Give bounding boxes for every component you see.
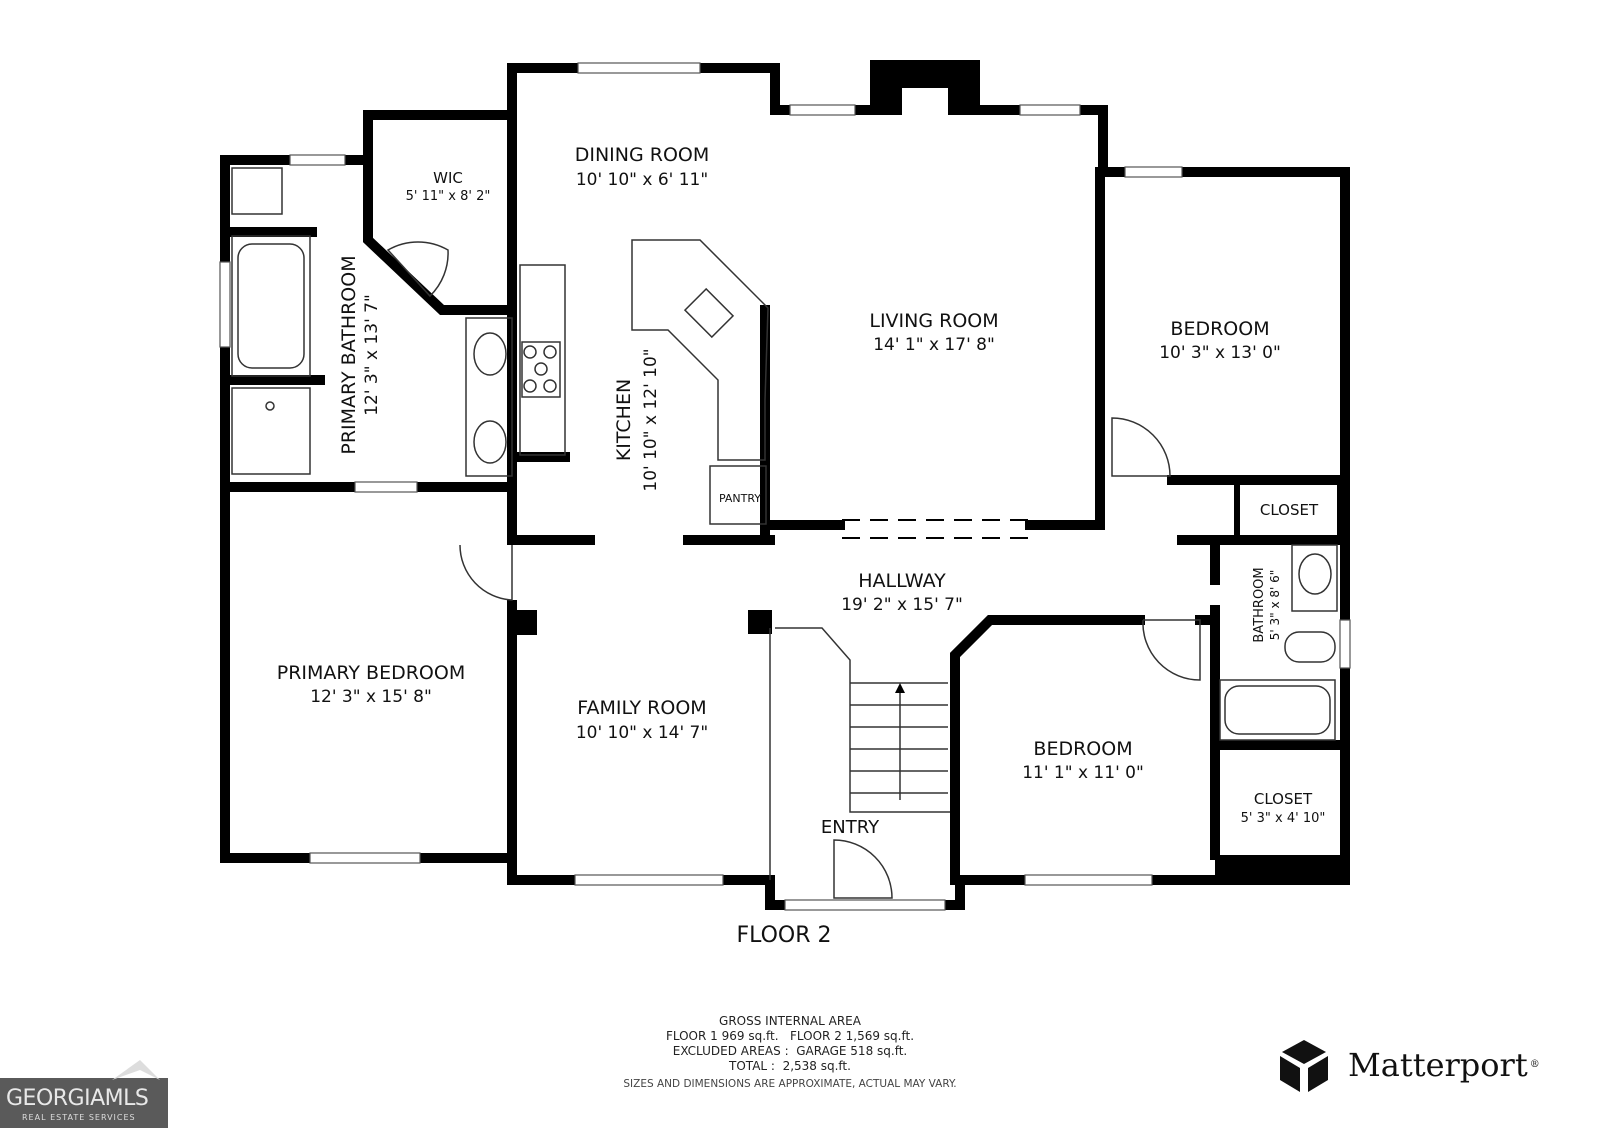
living-room-dims: 14' 1" x 17' 8" [873, 335, 995, 355]
matterport-cube-icon [1280, 1040, 1328, 1092]
disclaimer: SIZES AND DIMENSIONS ARE APPROXIMATE, AC… [623, 1078, 957, 1090]
family-room-name: FAMILY ROOM [577, 697, 706, 719]
closet-2-name: CLOSET [1254, 790, 1313, 808]
entry-name: ENTRY [821, 817, 880, 838]
bathroom-name: BATHROOM [1252, 567, 1267, 642]
hallway-name: HALLWAY [858, 570, 946, 592]
matterport-logo: Matterport® [1276, 1036, 1576, 1096]
hallway-dims: 19' 2" x 15' 7" [841, 595, 963, 615]
stairs [850, 682, 948, 800]
bedroom-1-name: BEDROOM [1170, 318, 1269, 340]
pantry-name: PANTRY [719, 492, 761, 505]
windows [219, 62, 1351, 911]
georgia-mls-logo: GEORGIAMLS REAL ESTATE SERVICES [0, 1060, 168, 1128]
dining-room-dims: 10' 10" x 6' 11" [576, 170, 708, 190]
bedroom-2-dims: 11' 1" x 11' 0" [1022, 763, 1144, 783]
dining-room-name: DINING ROOM [575, 144, 710, 166]
area-summary: GROSS INTERNAL AREA FLOOR 1 969 sq.ft. F… [580, 1014, 1000, 1092]
matterport-wordmark: Matterport® [1348, 1046, 1540, 1084]
area-heading: GROSS INTERNAL AREA [719, 1014, 861, 1028]
stair-arrow-icon [895, 683, 905, 693]
bedroom-2-name: BEDROOM [1033, 738, 1132, 760]
kitchen-name: KITCHEN [613, 379, 635, 461]
wic-dims: 5' 11" x 8' 2" [406, 189, 491, 204]
floor-title: FLOOR 2 [736, 923, 831, 948]
bathroom-dims: 5' 3" x 8' 6" [1268, 570, 1282, 641]
area-total: TOTAL : 2,538 sq.ft. [729, 1059, 851, 1073]
closet-1-name: CLOSET [1260, 501, 1319, 519]
fixtures [231, 167, 1338, 899]
room-labels: DINING ROOM 10' 10" x 6' 11" WIC 5' 11" … [277, 144, 1326, 948]
family-room-dims: 10' 10" x 14' 7" [576, 723, 708, 743]
area-excluded: EXCLUDED AREAS : GARAGE 518 sq.ft. [672, 1044, 908, 1058]
closet-2-dims: 5' 3" x 4' 10" [1241, 811, 1326, 826]
wic-name: WIC [433, 169, 463, 187]
area-floors: FLOOR 1 969 sq.ft. FLOOR 2 1,569 sq.ft. [665, 1029, 915, 1043]
roof-icon [112, 1060, 160, 1080]
living-room-name: LIVING ROOM [869, 310, 998, 332]
primary-bathroom-dims: 12' 3" x 13' 7" [362, 294, 382, 416]
bedroom-1-dims: 10' 3" x 13' 0" [1159, 343, 1281, 363]
kitchen-dims: 10' 10" x 12' 10" [641, 348, 661, 491]
primary-bathroom-name: PRIMARY BATHROOM [338, 255, 360, 454]
primary-bedroom-dims: 12' 3" x 15' 8" [310, 687, 432, 707]
primary-bedroom-name: PRIMARY BEDROOM [277, 662, 465, 684]
